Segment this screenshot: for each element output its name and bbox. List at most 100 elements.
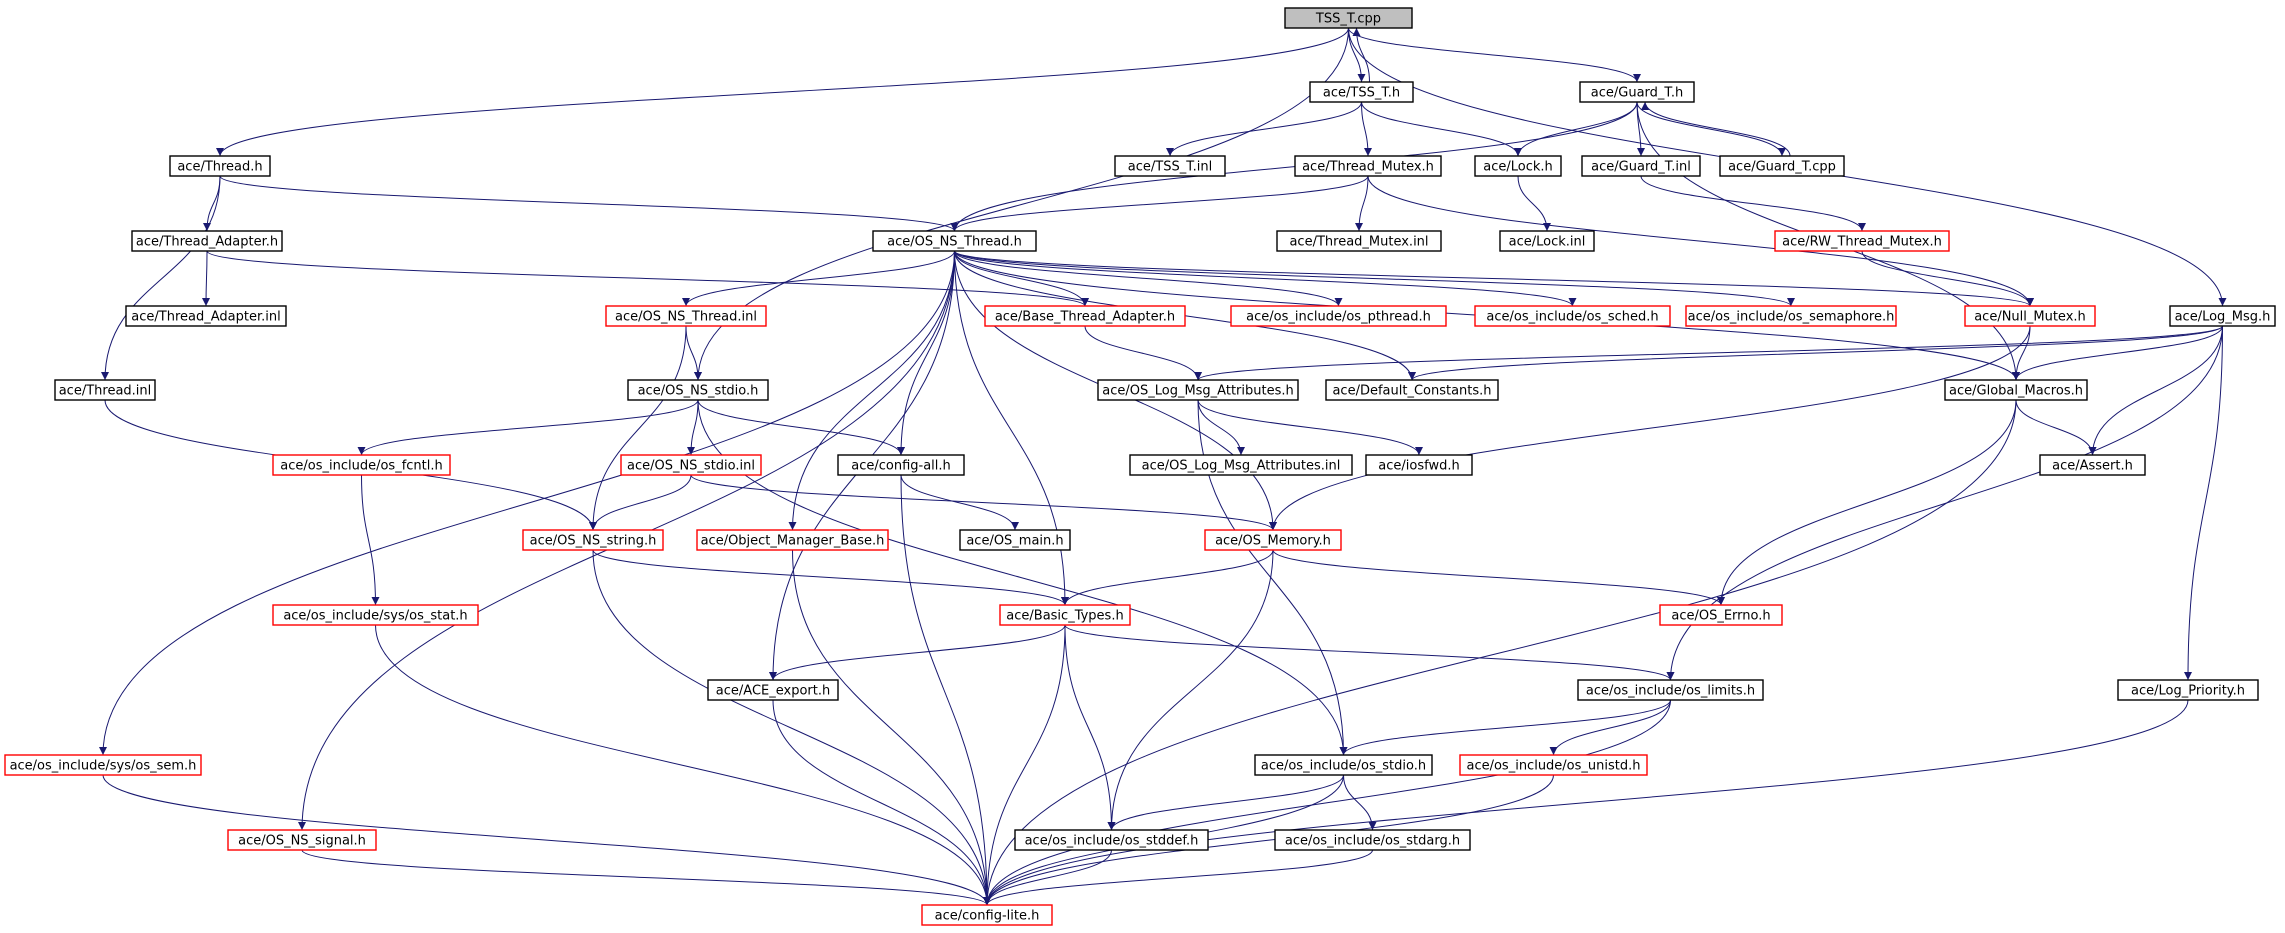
node-os_ns_string_h[interactable]: ace/OS_NS_string.h xyxy=(522,529,664,551)
node-os_ns_thread_inl[interactable]: ace/OS_NS_Thread.inl xyxy=(605,305,767,327)
node-box xyxy=(837,454,965,476)
node-box xyxy=(272,604,479,626)
node-box xyxy=(1114,155,1226,177)
edge-basic_types_h-to-config_lite_h xyxy=(983,624,1066,906)
node-os_main_h[interactable]: ace/OS_main.h xyxy=(959,529,1071,551)
node-thread_mutex_h[interactable]: ace/Thread_Mutex.h xyxy=(1294,155,1442,177)
node-basic_types_h[interactable]: ace/Basic_Types.h xyxy=(999,604,1131,626)
node-log_msg_h[interactable]: ace/Log_Msg.h xyxy=(2169,305,2276,327)
edge-config_all_h-to-os_main_h xyxy=(900,474,1019,531)
node-label: ace/OS_NS_stdio.h xyxy=(638,384,759,399)
node-os_pthread_h[interactable]: ace/os_include/os_pthread.h xyxy=(1230,305,1447,327)
node-os_stdio_h[interactable]: ace/os_include/os_stdio.h xyxy=(1254,754,1433,776)
node-os_ns_stdio_h[interactable]: ace/OS_NS_stdio.h xyxy=(627,379,769,401)
node-label: ace/TSS_T.h xyxy=(1323,86,1400,101)
node-box xyxy=(272,454,451,476)
node-box xyxy=(1014,829,1209,851)
node-config_all_h[interactable]: ace/config-all.h xyxy=(837,454,965,476)
node-box xyxy=(2117,679,2259,701)
node-assert_h[interactable]: ace/Assert.h xyxy=(2039,454,2146,476)
node-box xyxy=(1365,454,1473,476)
node-null_mutex_h[interactable]: ace/Null_Mutex.h xyxy=(1964,305,2096,327)
node-label: ace/OS_NS_stdio.inl xyxy=(627,459,755,474)
edge-os_ns_thread_h-to-os_pthread_h xyxy=(954,250,1343,307)
node-os_log_msg_attributes_h[interactable]: ace/OS_Log_Msg_Attributes.h xyxy=(1097,379,1299,401)
node-os_semaphore_h[interactable]: ace/os_include/os_semaphore.h xyxy=(1685,305,1897,327)
node-base_thread_adapter_h[interactable]: ace/Base_Thread_Adapter.h xyxy=(984,305,1186,327)
node-config_lite_h[interactable]: ace/config-lite.h xyxy=(921,904,1053,926)
edge-sys_os_sem_h-to-config_lite_h xyxy=(102,774,991,906)
node-sys_os_sem_h[interactable]: ace/os_include/sys/os_sem.h xyxy=(4,754,202,776)
node-label: ace/ACE_export.h xyxy=(716,684,830,699)
node-os_limits_h[interactable]: ace/os_include/os_limits.h xyxy=(1577,679,1764,701)
node-lock_inl[interactable]: ace/Lock.inl xyxy=(1499,230,1595,252)
node-box xyxy=(54,379,156,401)
node-thread_adapter_inl[interactable]: ace/Thread_Adapter.inl xyxy=(125,305,287,327)
node-os_sched_h[interactable]: ace/os_include/os_sched.h xyxy=(1474,305,1671,327)
node-tss_t_inl[interactable]: ace/TSS_T.inl xyxy=(1114,155,1226,177)
node-box xyxy=(1659,604,1783,626)
node-guard_t_inl[interactable]: ace/Guard_T.inl xyxy=(1581,155,1701,177)
edge-thread_adapter_h-to-thread_adapter_inl xyxy=(202,250,211,307)
node-os_ns_signal_h[interactable]: ace/OS_NS_signal.h xyxy=(227,829,377,851)
node-box xyxy=(1964,305,2096,327)
edge-lock_h-to-lock_inl xyxy=(1517,175,1551,232)
node-object_manager_base_h[interactable]: ace/Object_Manager_Base.h xyxy=(696,529,889,551)
node-os_stdarg_h[interactable]: ace/os_include/os_stdarg.h xyxy=(1274,829,1471,851)
edge-os_limits_h-to-config_lite_h xyxy=(983,699,1671,906)
node-box xyxy=(1774,230,1950,252)
node-label: ace/OS_Memory.h xyxy=(1215,534,1331,549)
edge-os_ns_stdio_inl-to-os_memory_h xyxy=(690,474,1277,531)
node-box xyxy=(605,305,767,327)
node-iosfwd_h[interactable]: ace/iosfwd.h xyxy=(1365,454,1473,476)
node-lock_h[interactable]: ace/Lock.h xyxy=(1474,155,1562,177)
edge-os_ns_thread_h-to-config_all_h xyxy=(897,250,955,456)
node-log_priority_h[interactable]: ace/Log_Priority.h xyxy=(2117,679,2259,701)
edge-log_msg_h-to-os_log_msg_attributes_h xyxy=(1194,325,2223,381)
edge-os_unistd_h-to-config_lite_h xyxy=(983,774,1554,906)
node-label: ace/os_include/os_stdarg.h xyxy=(1285,834,1460,849)
node-box xyxy=(131,230,283,252)
node-box xyxy=(999,604,1131,626)
node-thread_h[interactable]: ace/Thread.h xyxy=(169,155,271,177)
node-os_stddef_h[interactable]: ace/os_include/os_stddef.h xyxy=(1014,829,1209,851)
edge-os_ns_stdio_h-to-os_ns_stdio_inl xyxy=(687,399,699,456)
node-label: ace/iosfwd.h xyxy=(1378,459,1459,474)
node-box xyxy=(620,454,762,476)
node-rw_thread_mutex_h[interactable]: ace/RW_Thread_Mutex.h xyxy=(1774,230,1950,252)
node-global_macros_h[interactable]: ace/Global_Macros.h xyxy=(1944,379,2088,401)
node-box xyxy=(522,529,664,551)
node-guard_t_cpp[interactable]: ace/Guard_T.cpp xyxy=(1719,155,1845,177)
node-thread_mutex_inl[interactable]: ace/Thread_Mutex.inl xyxy=(1276,230,1442,252)
node-os_log_msg_attributes_inl[interactable]: ace/OS_Log_Msg_Attributes.inl xyxy=(1129,454,1353,476)
node-ace_export_h[interactable]: ace/ACE_export.h xyxy=(707,679,839,701)
node-label: ace/Assert.h xyxy=(2052,459,2133,474)
node-os_unistd_h[interactable]: ace/os_include/os_unistd.h xyxy=(1459,754,1648,776)
node-os_fcntl_h[interactable]: ace/os_include/os_fcntl.h xyxy=(272,454,451,476)
node-tss_t_h[interactable]: ace/TSS_T.h xyxy=(1309,81,1414,103)
edge-global_macros_h-to-assert_h xyxy=(2015,399,2097,456)
edge-os_ns_thread_h-to-base_thread_adapter_h xyxy=(954,250,1089,307)
edge-os_ns_stdio_h-to-config_all_h xyxy=(697,399,905,456)
node-os_memory_h[interactable]: ace/OS_Memory.h xyxy=(1204,529,1342,551)
edge-null_mutex_h-to-os_memory_h xyxy=(1269,325,2031,531)
edge-os_ns_string_h-to-basic_types_h xyxy=(592,549,1069,606)
node-sys_os_stat_h[interactable]: ace/os_include/sys/os_stat.h xyxy=(272,604,479,626)
node-label: ace/OS_Log_Msg_Attributes.h xyxy=(1102,384,1293,399)
node-thread_adapter_h[interactable]: ace/Thread_Adapter.h xyxy=(131,230,283,252)
node-os_ns_stdio_inl[interactable]: ace/OS_NS_stdio.inl xyxy=(620,454,762,476)
edge-os_memory_h-to-os_errno_h xyxy=(1272,549,1725,606)
edge-global_macros_h-to-config_lite_h xyxy=(983,399,2017,906)
node-default_constants_h[interactable]: ace/Default_Constants.h xyxy=(1325,379,1499,401)
node-box xyxy=(707,679,839,701)
edge-tss_t_h-to-tss_t_inl xyxy=(1166,101,1362,157)
node-box xyxy=(1944,379,2088,401)
node-thread_inl[interactable]: ace/Thread.inl xyxy=(54,379,156,401)
node-box xyxy=(921,904,1053,926)
node-os_ns_thread_h[interactable]: ace/OS_NS_Thread.h xyxy=(872,230,1037,252)
node-guard_t_h[interactable]: ace/Guard_T.h xyxy=(1579,81,1695,103)
node-box xyxy=(1097,379,1299,401)
node-os_errno_h[interactable]: ace/OS_Errno.h xyxy=(1659,604,1783,626)
node-label: ace/Basic_Types.h xyxy=(1006,609,1123,624)
